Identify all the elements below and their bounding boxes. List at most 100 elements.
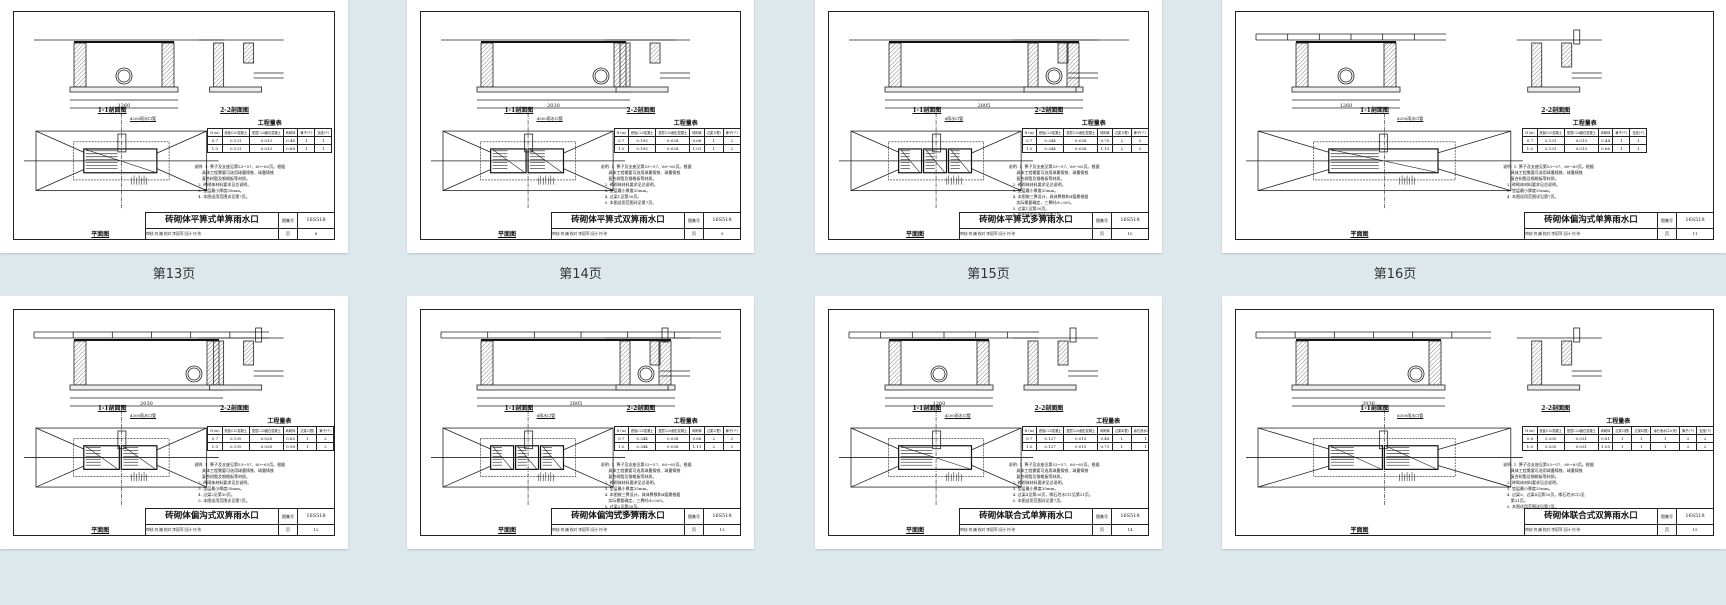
base-slab-2 (1023, 86, 1077, 93)
sheet-title: 砖砌体联合式双箅雨水口 (1544, 511, 1638, 521)
quantity-table-title: 工程量表 (673, 120, 698, 127)
table-header-cell: 支座(个) (1696, 426, 1713, 435)
table-cell: 0.7 (1021, 136, 1037, 145)
table-cell: 0.013 (1563, 136, 1599, 145)
drawing-notes: 说明: 1. 箅子及支座见第53~57、60~65页。根据 具体工程需要可选用球… (1503, 164, 1594, 199)
outlet-pipe (637, 365, 655, 383)
table-header-cell: 箅子(个) (722, 128, 740, 137)
table-cell: 2 (1679, 434, 1698, 443)
table-cell: 2 (333, 442, 334, 451)
table-cell: 0.7 (613, 434, 629, 443)
table-header-cell: 箅子(个) (297, 128, 316, 137)
section-2-caption: 2-2剖面图 (1541, 107, 1571, 114)
table-cell: 1.05 (1597, 442, 1614, 451)
table-header-cell: 砖砌体 (1597, 426, 1614, 435)
table-cell: 1.0 (1021, 144, 1037, 153)
table-header-cell: 支座(个) (1629, 128, 1648, 137)
table-header-cell: 砖砌体 (1597, 128, 1614, 137)
drawing-notes: 说明: 1. 箅子及支座见第53~57、60~65页。根据 具体工程需要可选用球… (194, 164, 286, 199)
base-slab-2 (615, 384, 669, 391)
table-header-cell: 底板C20混凝土 (1035, 426, 1065, 435)
section-1-caption: 1-1剖面图 (504, 107, 534, 114)
table-header-cell: H (m) (613, 426, 629, 435)
table-cell: 1 (314, 144, 333, 153)
table-cell: 0.195 (221, 434, 250, 443)
table-cell: 1.0 (1522, 442, 1538, 451)
drawing-notes: 说明: 1. 箅子及支座见第53~57、60~65页。根据 具体工程需要可选用球… (1503, 462, 1594, 509)
dimension-total-label: 2030 (1362, 401, 1375, 407)
table-header-cell: 垫层C20细石混凝土 (248, 128, 284, 137)
page-number-label: 第14页 (559, 267, 602, 282)
table-cell: 0.127 (1035, 442, 1065, 451)
table-cell: 2 (333, 434, 334, 443)
brick-wall-right (161, 42, 175, 88)
table-header-cell: 缘石泄水口1(块) (1130, 426, 1148, 435)
quantity-table-title: 工程量表 (257, 120, 282, 127)
brick-wall-left (73, 42, 87, 88)
dimension-total-label: 1260 (118, 103, 131, 109)
table-cell: 0.344 (627, 434, 657, 443)
technical-drawing: 2805 (431, 327, 721, 506)
curb-stone (1069, 327, 1077, 343)
table-cell: 2 (1679, 442, 1698, 451)
section-2-caption: 2-2剖面图 (220, 107, 249, 114)
drawing-notes: 说明: 1. 箅子及支座见第53~57、60~65页。根据 具体工程需要可选用球… (600, 164, 692, 205)
table-cell: 3 (739, 442, 740, 451)
base-slab (69, 384, 224, 391)
pipe-label: d300雨水口管 (129, 413, 157, 419)
brick-wall-2-left (1531, 42, 1543, 88)
outlet-pipe (115, 67, 133, 85)
table-cell: 2 (722, 144, 740, 153)
inlet-pipe-plan (117, 430, 127, 450)
atlas-code: 16S518 (297, 213, 334, 228)
table-cell: 0.7 (613, 136, 629, 145)
dimension-total-label: 2805 (978, 103, 991, 109)
table-cell: 1.0 (613, 144, 629, 153)
outlet-pipe-inner (594, 69, 608, 83)
plan-caption: 平面图 (906, 527, 925, 534)
table-header-cell: 支座(个) (1147, 128, 1148, 137)
pipe-label: d200雨水口管 (1397, 116, 1424, 122)
table-cell: 3 (739, 434, 740, 443)
technical-drawing: 1260 (839, 327, 1099, 506)
table-cell: 1 (1650, 434, 1681, 443)
table-cell: 0.038 (1063, 136, 1099, 145)
section-2-caption: 2-2剖面图 (626, 405, 656, 412)
brick-wall-right (976, 340, 990, 386)
technical-drawing: 2030 (24, 327, 284, 506)
base-slab (884, 86, 1084, 93)
signatures: 审核 何 巍 校对 李丽萍 设计 刘 伟 (552, 231, 607, 236)
atlas-label: 图集号 (1657, 213, 1676, 228)
brick-wall-2-left (1531, 340, 1543, 386)
table-cell: 1 (1111, 442, 1132, 451)
table-header-cell: 砖砌体 (689, 128, 705, 137)
brick-wall-right (1428, 340, 1442, 386)
page-label: 页 (1657, 525, 1676, 535)
drawing-notes: 说明: 1. 箅子及支座见第53~57、60~65页。根据 具体工程需要可选用球… (194, 462, 286, 503)
table-cell: 0.205 (1536, 434, 1565, 443)
outlet-pipe-inner (932, 367, 946, 381)
table-header-cell: 底板C20混凝土 (1035, 128, 1065, 137)
section-2-caption: 2-2剖面图 (1034, 405, 1064, 412)
table-header-cell: 过梁2(根) (297, 426, 318, 435)
table-header-cell: H (m) (613, 128, 629, 137)
page-number-label: 第15页 (967, 267, 1010, 282)
section-1-caption: 1-1剖面图 (97, 405, 127, 412)
base-slab (476, 384, 676, 391)
atlas-label: 图集号 (684, 509, 703, 524)
